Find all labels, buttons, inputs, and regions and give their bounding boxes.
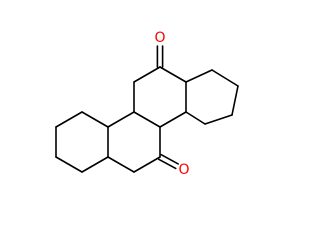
bond-layer bbox=[55, 45, 239, 173]
single-bond bbox=[107, 156, 135, 173]
single-bond bbox=[204, 114, 233, 125]
single-bond bbox=[231, 85, 239, 116]
single-bond bbox=[55, 156, 83, 173]
double-bond-line bbox=[157, 158, 177, 170]
single-bond bbox=[107, 111, 135, 128]
single-bond bbox=[55, 111, 83, 128]
single-bond bbox=[133, 66, 161, 83]
single-bond bbox=[133, 111, 161, 128]
single-bond bbox=[185, 111, 206, 125]
single-bond bbox=[133, 156, 161, 173]
single-bond bbox=[81, 156, 109, 173]
structure-canvas: OO bbox=[55, 30, 239, 178]
single-bond bbox=[81, 111, 109, 128]
single-bond bbox=[159, 66, 187, 83]
oxygen-atom-label: O bbox=[178, 162, 189, 178]
single-bond bbox=[211, 69, 239, 87]
oxygen-atom-label: O bbox=[154, 30, 165, 46]
single-bond bbox=[185, 69, 213, 83]
single-bond bbox=[159, 111, 187, 128]
atom-label-layer: OO bbox=[154, 30, 189, 178]
double-bond-line bbox=[160, 153, 180, 165]
